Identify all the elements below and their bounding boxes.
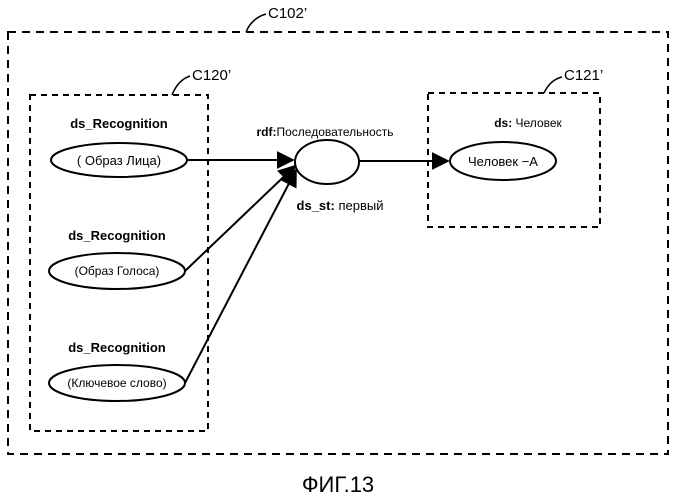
- recognition-title-3: ds_Recognition: [68, 340, 166, 355]
- voice-image-label: (Образ Голоса): [75, 264, 160, 278]
- outer-ref-label: C102’: [268, 5, 307, 22]
- figure-caption: ФИГ.13: [302, 472, 374, 497]
- face-image-label: ( Образ Лица): [77, 153, 161, 168]
- left-ref-label: C120’: [192, 67, 231, 84]
- edge-voice-to-sequence: [185, 166, 295, 271]
- right-ref-leader: [544, 77, 562, 93]
- sequence-id-label: ds_st: первый: [297, 198, 384, 213]
- edge-keyword-to-sequence: [185, 170, 296, 383]
- person-a-label: Человек −A: [468, 154, 538, 169]
- recognition-title-1: ds_Recognition: [70, 116, 168, 131]
- keyword-label: (Ключевое слово): [67, 376, 166, 390]
- right-ref-label: C121’: [564, 67, 603, 84]
- outer-ref-leader: [246, 14, 266, 32]
- sequence-node: [295, 140, 359, 184]
- sequence-label: rdf:Последовательность: [257, 125, 394, 139]
- person-title: ds: Человек: [494, 116, 562, 130]
- recognition-title-2: ds_Recognition: [68, 228, 166, 243]
- left-ref-leader: [172, 76, 190, 95]
